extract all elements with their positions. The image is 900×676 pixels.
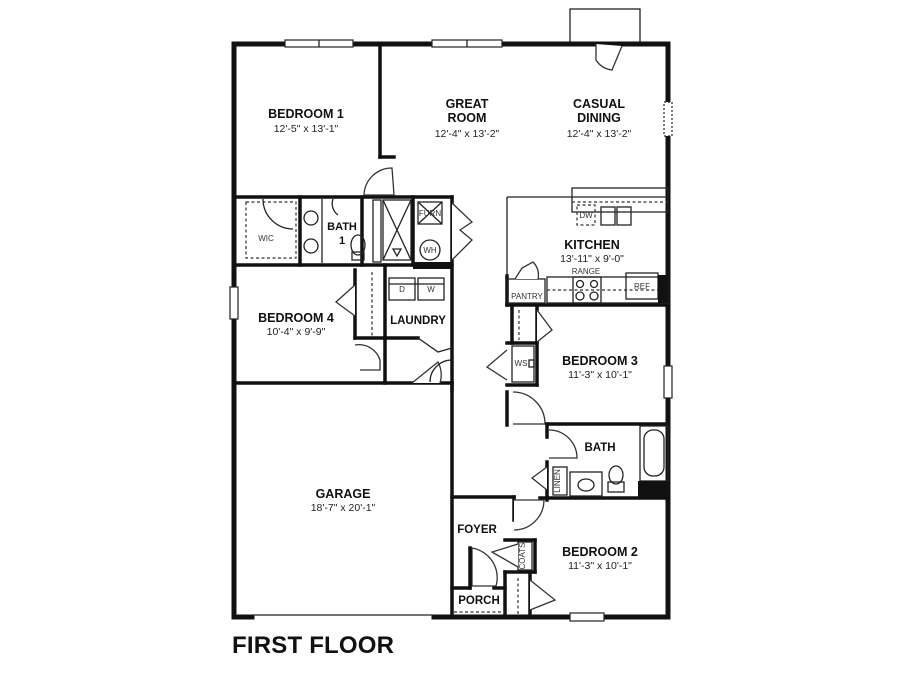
window-dining [663, 101, 673, 137]
bedroom3-door[interactable] [512, 391, 546, 425]
room-foyer: FOYER [457, 524, 497, 536]
sink-right [616, 206, 632, 226]
refrigerator-label: REF [634, 282, 650, 291]
bedroom1-dims: 12'-5" x 13'-1" [274, 123, 339, 135]
garage-name: GARAGE [316, 487, 371, 501]
window-bedroom4 [229, 286, 239, 320]
patio-door[interactable] [595, 44, 623, 71]
room-garage: GARAGE 18'-7" x 20'-1" [311, 487, 376, 514]
bedroom4-name: BEDROOM 4 [258, 311, 334, 325]
range-label: RANGE [572, 267, 600, 276]
bedroom3-closet-door[interactable] [536, 309, 553, 343]
ws-door[interactable] [485, 349, 508, 381]
dishwasher-label: DW [579, 211, 593, 220]
bath-sink [569, 471, 603, 497]
casual-dining-name-line1: CASUAL [573, 97, 625, 111]
room-kitchen: KITCHEN 13'-11" x 9'-0" [560, 238, 624, 265]
front-door[interactable] [471, 547, 498, 587]
washer-label: W [427, 285, 435, 294]
laundry-door[interactable] [411, 360, 442, 384]
wic-door[interactable] [262, 198, 294, 230]
great-room-dims: 12'-4" x 13'-2" [435, 128, 500, 140]
laundry-label: LAUNDRY [390, 315, 446, 327]
room-porch: PORCH [458, 595, 500, 607]
casual-dining-dims: 12'-4" x 13'-2" [567, 128, 632, 140]
linen-label: LINEN [553, 469, 562, 493]
floor-title: FIRST FLOOR [232, 632, 395, 659]
coats-label: COATS [518, 543, 527, 570]
pantry-door[interactable] [514, 261, 540, 280]
wic-label: WIC [258, 234, 274, 243]
room-bedroom4: BEDROOM 4 10'-4" x 9'-9" [258, 311, 334, 338]
room-bath: BATH [584, 442, 615, 454]
range-icon [572, 276, 602, 304]
linen-door[interactable] [530, 466, 548, 491]
dryer [388, 277, 416, 301]
garage-dims: 18'-7" x 20'-1" [311, 502, 376, 514]
bath1-fixtures [303, 199, 366, 263]
bath1-label: BATH [327, 221, 357, 233]
great-room-name-line1: GREAT [446, 97, 489, 111]
room-bedroom1: BEDROOM 1 12'-5" x 13'-1" [268, 107, 344, 135]
casual-dining-name-line2: DINING [577, 111, 621, 125]
bedroom4-closet-door[interactable] [334, 284, 356, 317]
furnace-label: FURN [419, 209, 441, 218]
washer [417, 277, 445, 301]
great-room-name-line2: ROOM [448, 111, 487, 125]
bedroom3-dims: 11'-3" x 10'-1" [568, 369, 632, 381]
bath-toilet [608, 465, 624, 485]
bedroom2-door[interactable] [513, 499, 545, 531]
room-bedroom2: BEDROOM 2 11'-3" x 10'-1" [562, 545, 638, 572]
bedroom1-door[interactable] [363, 167, 395, 196]
furnace-icon [417, 201, 443, 225]
water-heater-icon [419, 239, 441, 261]
coats-door[interactable] [490, 543, 519, 568]
bedroom1-name: BEDROOM 1 [268, 107, 344, 121]
porch-name: PORCH [458, 595, 500, 607]
kitchen-name: KITCHEN [564, 238, 620, 252]
ws-label: WS [515, 359, 528, 368]
bath-name: BATH [584, 442, 615, 454]
kitchen-dims: 13'-11" x 9'-0" [560, 253, 624, 265]
linen-closet [552, 466, 568, 496]
room-casual-dining: CASUAL DINING 12'-4" x 13'-2" [567, 97, 632, 140]
interior-walls [232, 42, 670, 619]
kitchen-island-counter [571, 187, 669, 213]
bedroom2-name: BEDROOM 2 [562, 545, 638, 559]
bedroom2-closet-door[interactable] [529, 579, 557, 611]
bedroom4-dims: 10'-4" x 9'-9" [267, 326, 326, 338]
shower-icon [382, 199, 412, 261]
room-bedroom3: BEDROOM 3 11'-3" x 10'-1" [562, 354, 638, 381]
window-bedroom3 [663, 365, 673, 399]
wic-shelf [245, 201, 297, 259]
mechanical-bifold-door[interactable] [451, 202, 474, 261]
sink-left [600, 206, 616, 226]
pantry-label: PANTRY [511, 292, 543, 301]
bath-door[interactable] [548, 429, 578, 459]
room-great-room: GREAT ROOM 12'-4" x 13'-2" [435, 97, 500, 140]
dryer-label: D [399, 285, 405, 294]
patio-stoop [569, 8, 641, 44]
dishwasher [576, 204, 596, 226]
water-heater-label: WH [423, 246, 437, 255]
window-bedroom2 [569, 612, 605, 622]
bedroom4-door[interactable] [354, 343, 381, 371]
bedroom2-dims: 11'-3" x 10'-1" [568, 560, 632, 572]
foyer-name: FOYER [457, 524, 497, 536]
bath1-label-number: 1 [339, 235, 345, 247]
bedroom3-name: BEDROOM 3 [562, 354, 638, 368]
